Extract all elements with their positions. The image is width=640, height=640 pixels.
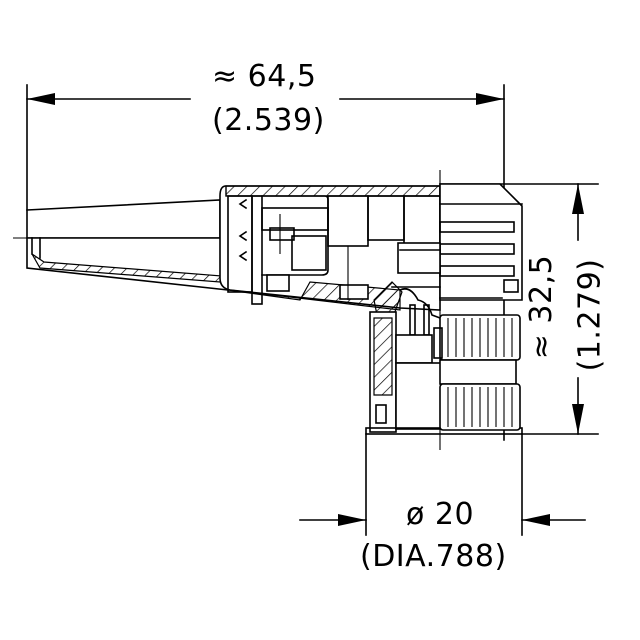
arrow-left-icon bbox=[522, 514, 550, 526]
knurled-nut-lower bbox=[439, 383, 521, 431]
length-imperial-label: (2.539) bbox=[212, 103, 325, 138]
height-imperial-label: (1.279) bbox=[572, 258, 608, 372]
nut-lock-tab bbox=[433, 327, 443, 359]
diameter-imperial-label: (DIA.788) bbox=[360, 539, 507, 574]
diameter-metric-label: ø 20 bbox=[406, 497, 475, 532]
nut-spacer bbox=[439, 359, 517, 385]
arrow-right-icon bbox=[476, 93, 504, 105]
arrow-left-icon bbox=[27, 93, 55, 105]
housing bbox=[219, 185, 441, 311]
arrow-down-icon bbox=[572, 404, 584, 434]
height-metric-label: ≈ 32,5 bbox=[524, 254, 560, 360]
diameter-dimension bbox=[299, 433, 586, 536]
arrow-up-icon bbox=[572, 184, 584, 214]
cable-boot bbox=[26, 199, 229, 291]
arrow-right-icon bbox=[338, 514, 366, 526]
knurled-nut-upper bbox=[439, 314, 521, 361]
angle-body bbox=[365, 183, 523, 435]
length-metric-label: ≈ 64,5 bbox=[212, 59, 317, 94]
